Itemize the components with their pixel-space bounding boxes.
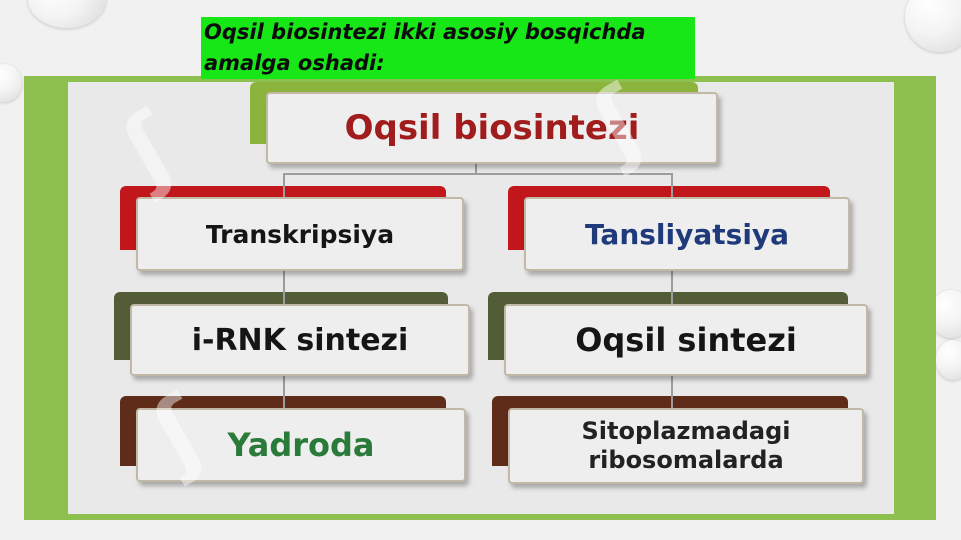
node-sitoplazmadagi-label: Sitoplazmadagi ribosomalarda [581,417,791,474]
node-irnk-sintezi-label: i-RNK sintezi [191,322,409,358]
decor-bubble [0,64,22,102]
connector-left-1 [283,268,285,304]
root-node-label: Oqsil biosintezi [344,108,640,148]
node-oqsil-sintezi-label: Oqsil sintezi [575,321,797,359]
node-transkripsiya-label: Transkripsiya [205,219,395,249]
node-yadroda-label: Yadroda [227,426,375,464]
node-tansliyatsiya-label: Tansliyatsiya [584,217,790,251]
connector-right-down [671,173,673,197]
connector-left-down [283,173,285,197]
connector-right-2 [671,374,673,408]
slide-caption: Oqsil biosintezi ikki asosiy bosqichda a… [201,17,695,79]
root-node: Oqsil biosintezi [266,92,718,164]
decor-bubble [28,0,106,28]
node-transkripsiya: Transkripsiya [136,197,464,271]
node-tansliyatsiya: Tansliyatsiya [524,197,850,271]
connector-left-2 [283,374,285,408]
node-sitoplazmadagi: Sitoplazmadagi ribosomalarda [508,408,864,484]
connector-horizontal [283,173,673,175]
node-yadroda: Yadroda [136,408,466,482]
node-oqsil-sintezi: Oqsil sintezi [504,304,868,376]
connector-root-down [475,160,477,174]
connector-right-1 [671,268,673,304]
decor-bubble [905,0,961,52]
node-irnk-sintezi: i-RNK sintezi [130,304,470,376]
decor-bubble [936,340,961,380]
